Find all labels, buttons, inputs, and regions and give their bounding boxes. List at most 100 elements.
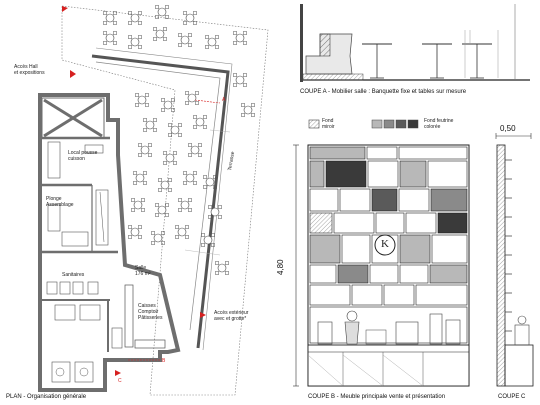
shelf-cell <box>333 212 375 234</box>
shelf-cell <box>367 160 399 188</box>
shelf-cell <box>339 188 371 212</box>
legend-mirror-swatch <box>308 119 320 129</box>
coupe-c-shelves <box>505 159 512 332</box>
coupe-a-caption: COUPE A - Mobilier salle : Banquette fix… <box>300 89 467 95</box>
terrace-boundary <box>61 5 269 396</box>
counter <box>124 284 134 348</box>
shelf-cell <box>325 160 367 188</box>
table <box>208 205 222 219</box>
arrow-marker-c <box>115 370 121 376</box>
legend-swatch <box>407 119 419 129</box>
section-marker-b: B <box>162 358 166 364</box>
shelf-cell <box>309 160 325 188</box>
shelf-cell <box>337 264 369 284</box>
table <box>183 171 197 185</box>
shelf-cell <box>369 264 399 284</box>
table <box>178 198 192 212</box>
table <box>233 73 247 87</box>
counter-base <box>307 344 470 387</box>
shelf-cell <box>309 146 366 160</box>
table <box>128 35 142 49</box>
proofing-room-label: Local pousse cuisson <box>68 150 98 162</box>
shelf-cell <box>309 264 337 284</box>
coupe-a-drawing <box>300 4 530 82</box>
shelf-cell <box>437 212 468 234</box>
table <box>175 225 189 239</box>
table <box>128 11 142 25</box>
legend-swatches <box>371 119 419 129</box>
shelf-cell <box>366 146 398 160</box>
legend-mirror-label: Fond miroir <box>322 118 335 130</box>
table <box>135 93 149 107</box>
shelf-cell <box>341 234 371 264</box>
table <box>153 27 167 41</box>
shelf-cell <box>415 284 468 306</box>
coupe-b-drawing <box>293 119 470 387</box>
shelf-cell <box>405 212 437 234</box>
table <box>163 151 177 165</box>
brand-logo <box>374 234 396 256</box>
table <box>183 11 197 25</box>
arrow-marker-a <box>70 70 76 78</box>
table <box>155 203 169 217</box>
table <box>233 31 247 45</box>
table <box>215 261 229 275</box>
plan-drawing <box>38 5 269 396</box>
table <box>185 91 199 105</box>
table <box>193 115 207 129</box>
table <box>151 231 165 245</box>
plan-caption: PLAN - Organisation générale <box>6 394 87 400</box>
table <box>131 198 145 212</box>
shelf-cell <box>398 188 430 212</box>
shelf-cell <box>309 188 339 212</box>
shelf-cell <box>398 146 468 160</box>
table <box>178 33 192 47</box>
height-dimension: 4,80 <box>276 259 285 275</box>
table <box>188 143 202 157</box>
shelf-cell <box>309 212 333 234</box>
coupe-b-caption: COUPE B - Meuble principale vente et pré… <box>308 394 446 400</box>
coupe-c-section <box>496 144 506 387</box>
shelf-cells <box>309 146 468 344</box>
shelf-cell <box>309 234 341 264</box>
dish-room-label: Plonge Assemblage <box>46 196 74 208</box>
terrace-wall <box>91 54 230 349</box>
shelf-cell <box>309 306 468 344</box>
arrow-marker-ext <box>200 312 206 318</box>
table <box>128 225 142 239</box>
width-dimension: 0,50 <box>500 124 516 133</box>
shelf-cell <box>351 284 383 306</box>
table <box>158 178 172 192</box>
coupe-c-caption: COUPE C <box>498 394 526 400</box>
section-marker-a: A <box>222 97 226 103</box>
shelf-cell <box>309 284 351 306</box>
counter-label: Caisses Comptoir Pâtisseries <box>138 303 163 321</box>
exterior-access-label: Accès extérieur avec et grotte* <box>214 310 249 322</box>
table <box>103 31 117 45</box>
table <box>133 171 147 185</box>
tables-group <box>103 5 255 275</box>
building-wall <box>38 93 181 392</box>
shelf-cell <box>371 188 398 212</box>
arrow-marker-top <box>62 6 68 12</box>
legend-colored-label: Fond feutrine colorée <box>424 118 454 130</box>
legend-swatch <box>371 119 383 129</box>
shelf-cell <box>375 212 405 234</box>
legend-swatch <box>395 119 407 129</box>
sanitary-label: Sanitaires <box>62 272 85 278</box>
coupe-c-drawing <box>495 133 534 387</box>
legend-swatch <box>383 119 395 129</box>
table <box>203 175 217 189</box>
table <box>205 35 219 49</box>
table <box>201 233 215 247</box>
shelf-cell <box>399 264 429 284</box>
shelf-cell <box>399 160 427 188</box>
room-label: Salle 176 m² <box>135 265 151 277</box>
hall-access-label: Accès Hall et expositions <box>14 64 45 76</box>
shelf-cell <box>429 264 468 284</box>
table <box>138 143 152 157</box>
shelf-cell <box>383 284 415 306</box>
table <box>155 5 169 19</box>
shelf-cell <box>399 234 431 264</box>
